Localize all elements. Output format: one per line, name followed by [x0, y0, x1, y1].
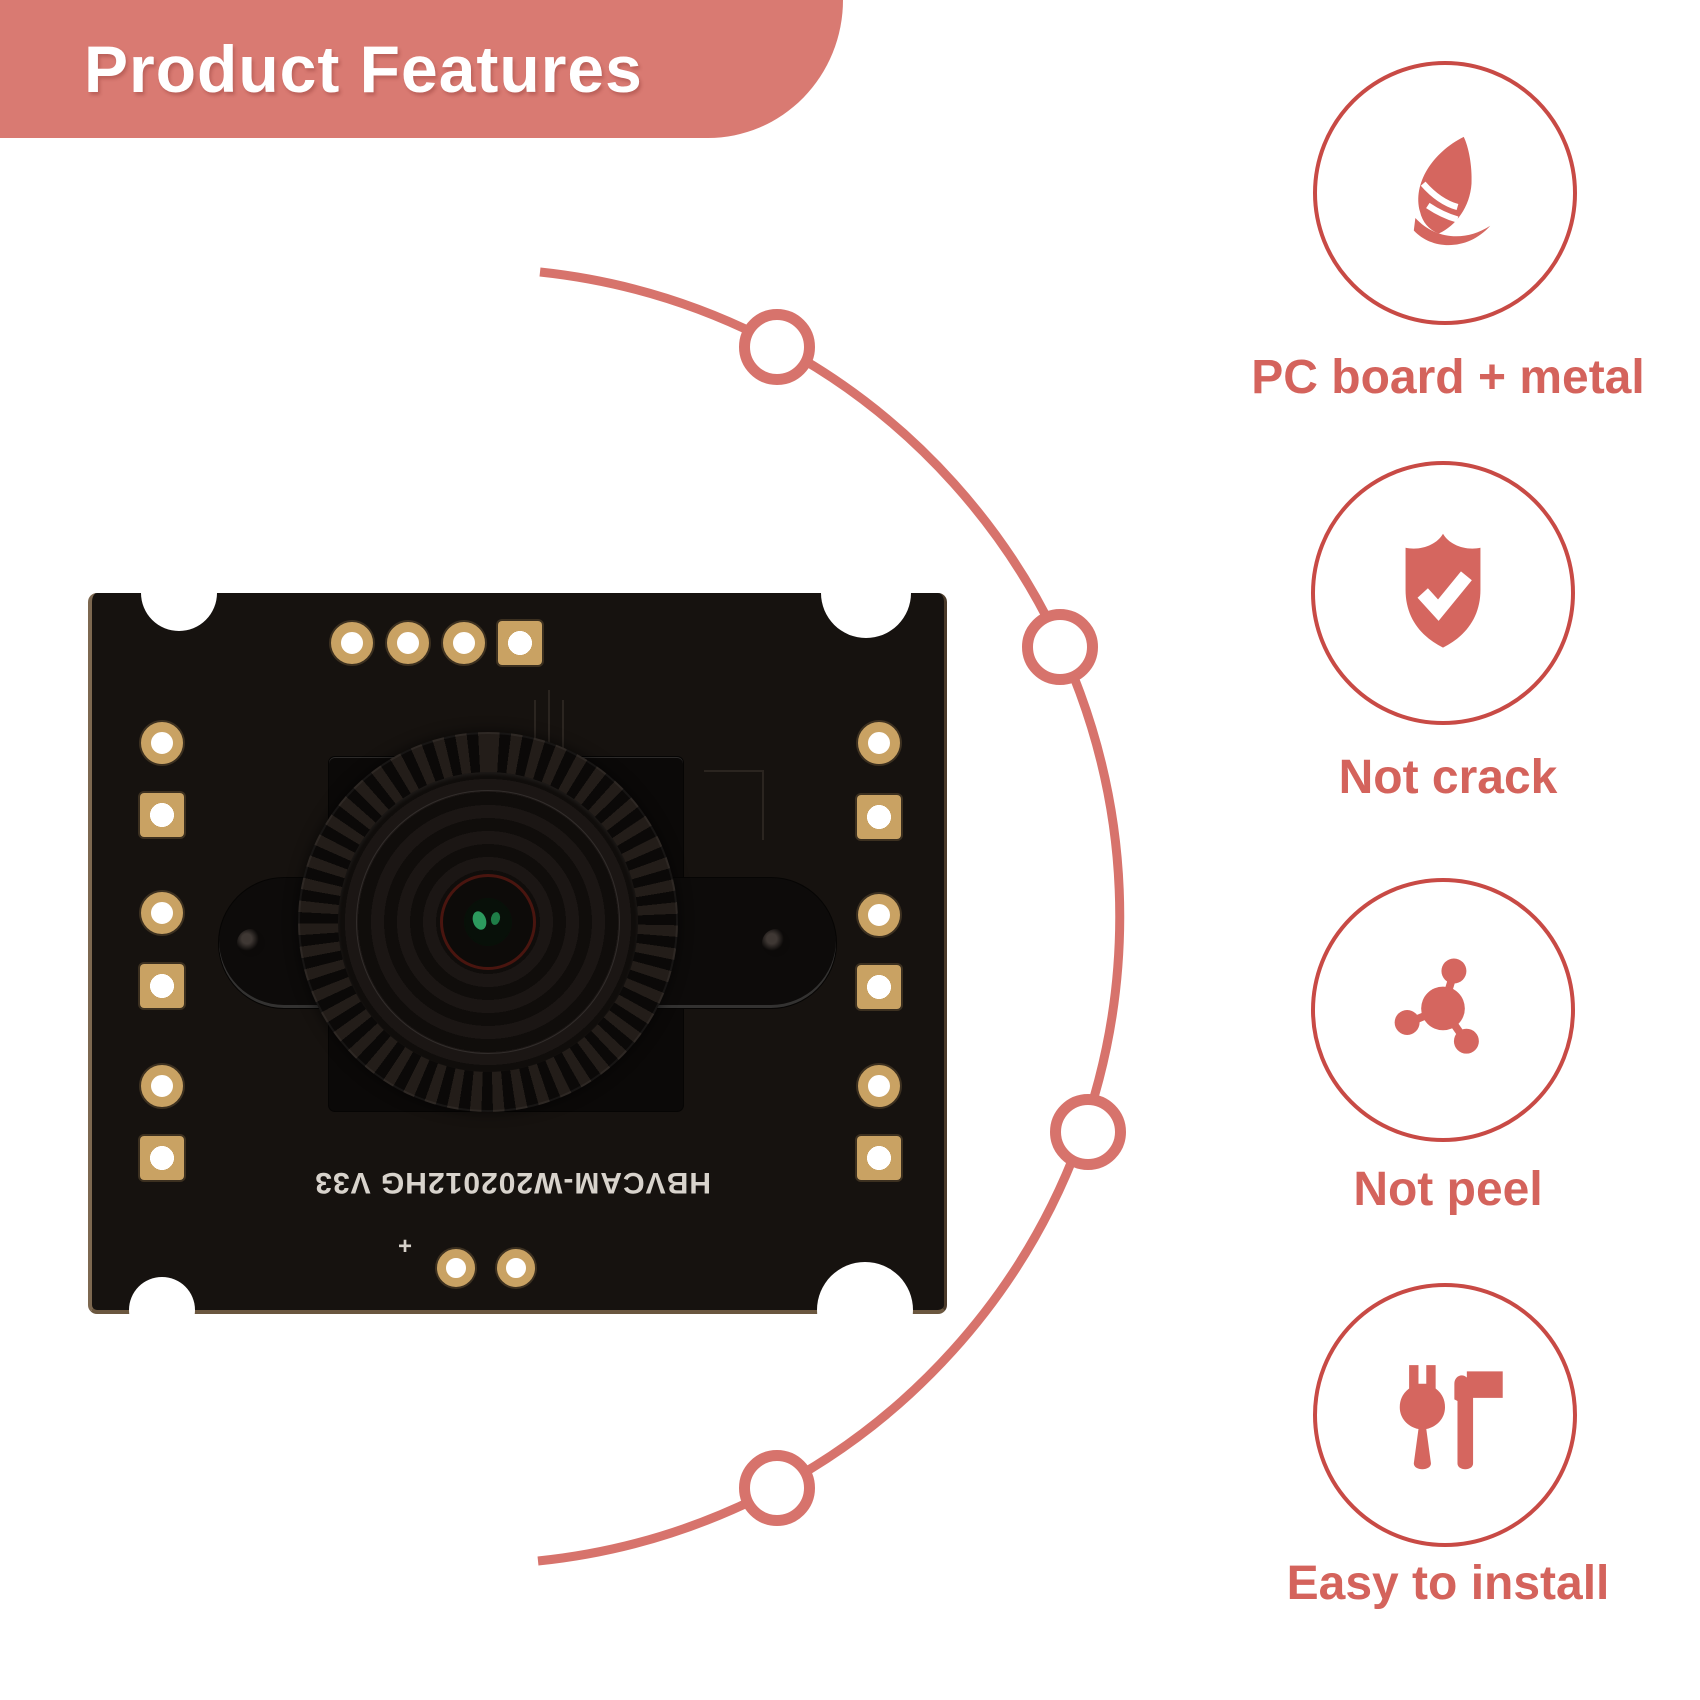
lens-green-glint [470, 909, 489, 932]
solder-pad-square [857, 1136, 901, 1180]
solder-pad-hole [858, 722, 900, 764]
solder-pad-square [857, 795, 901, 839]
tools-icon [1399, 1365, 1503, 1470]
solder-pad-square [857, 965, 901, 1009]
circuit-trace [704, 770, 764, 772]
silkscreen-label: HBVCAM-W202012HG V33 [314, 1166, 711, 1199]
board-notch [817, 1262, 913, 1358]
solder-pad-square [140, 1136, 184, 1180]
solder-pad-square [140, 964, 184, 1008]
board-notch [129, 1277, 195, 1343]
shield-check-icon [1405, 533, 1481, 648]
arc-node-ring [739, 1450, 815, 1526]
arc-node-ring [1050, 1094, 1126, 1170]
molecule-icon [1394, 958, 1479, 1054]
solder-pad-hole [387, 622, 429, 664]
lens-pupil [465, 899, 511, 945]
solder-pad-hole [443, 622, 485, 664]
solder-pad-square [140, 793, 184, 837]
arc-path [537, 267, 1125, 1566]
board-notch [821, 548, 911, 638]
feature-circle-install [1313, 1283, 1577, 1547]
lens-highlight [356, 790, 620, 1054]
circuit-trace [762, 770, 764, 840]
solder-pad-hole [141, 1065, 183, 1107]
camera-module-board: HBVCAM-W202012HG V33 + [88, 548, 947, 1358]
feature-label: Not crack [1338, 751, 1558, 804]
feature-circle-durability [1311, 461, 1575, 725]
feature-label: Easy to install [1286, 1557, 1610, 1610]
feature-label: PC board + metal [1251, 351, 1645, 404]
lens-green-glint [489, 911, 502, 926]
solder-pad-hole [497, 1249, 535, 1287]
page-title: Product Features [84, 32, 643, 106]
solder-pad-hole [858, 1065, 900, 1107]
solder-pad-square [498, 621, 542, 665]
title-banner: Product Features [0, 0, 843, 138]
solder-pad-hole [141, 892, 183, 934]
fiducial-mark: + [398, 1233, 413, 1260]
leaf-icon [1413, 136, 1491, 246]
board-notch [141, 555, 217, 631]
solder-pad-hole [858, 894, 900, 936]
arc-node-ring [739, 309, 815, 385]
solder-pad-hole [141, 722, 183, 764]
mount-screw [237, 929, 265, 957]
feature-circle-adhesion [1311, 878, 1575, 1142]
mount-screw [762, 929, 790, 957]
solder-pad-hole [437, 1249, 475, 1287]
feature-circle-material [1313, 61, 1577, 325]
solder-pad-hole [331, 622, 373, 664]
feature-label: Not peel [1353, 1163, 1543, 1216]
arc-node-ring [1022, 609, 1098, 685]
